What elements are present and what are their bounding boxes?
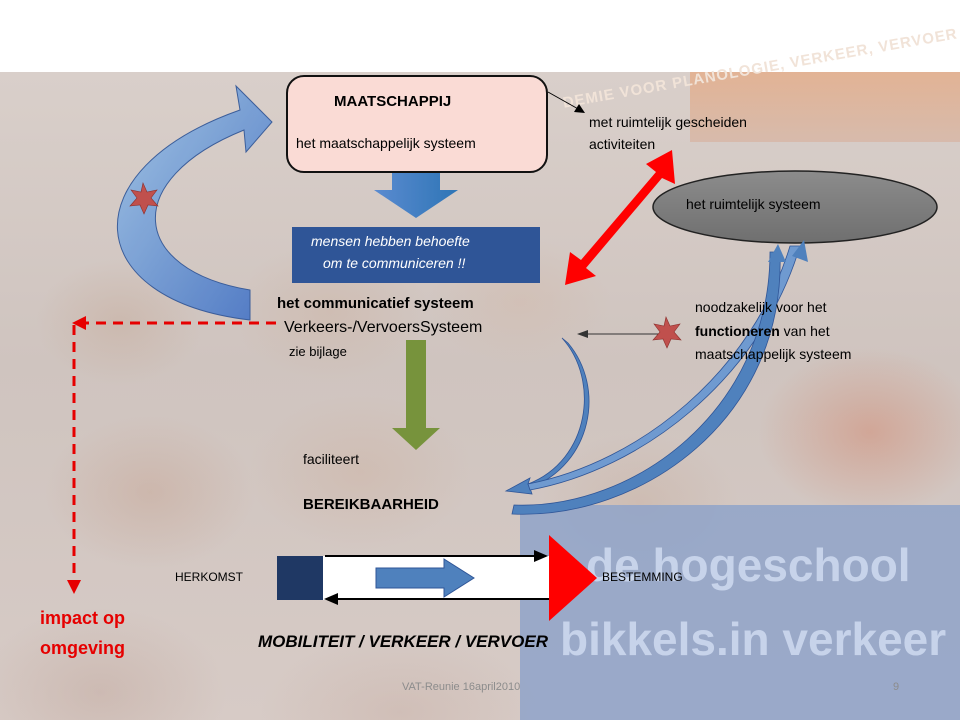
impact-dashed-head-left — [72, 316, 86, 330]
impact-line-2: omgeving — [40, 638, 126, 658]
red-double-arrow — [565, 150, 675, 285]
herkomst-label: HERKOMST — [175, 570, 244, 584]
footer-text: VAT-Reunie 16april2010 — [402, 681, 521, 693]
maatschappij-subtitle: het maatschappelijk systeem — [296, 135, 476, 151]
flow-line-forward-head — [534, 550, 548, 562]
ruimtelijk-systeem-label: het ruimtelijk systeem — [686, 196, 821, 212]
faciliteert-label: faciliteert — [303, 451, 360, 467]
noodzakelijk-line-2-rest: van het — [779, 323, 830, 339]
background-banner-text-1: de hogeschool — [586, 539, 911, 591]
noodzakelijk-line-3: maatschappelijk systeem — [695, 346, 852, 362]
verkeers-systeem-label: Verkeers-/VervoersSysteem — [284, 319, 483, 336]
star-icon-left — [129, 182, 159, 215]
impact-line-1: impact op — [40, 608, 126, 628]
maatschappij-box — [286, 75, 548, 173]
impact-dashed-head-down — [67, 580, 81, 594]
connector-noodzakelijk-head — [577, 330, 588, 338]
behoefte-line-2: om te communiceren !! — [323, 255, 466, 271]
ruimtelijk-ellipse — [652, 170, 938, 244]
functioneren-bold: functioneren — [695, 323, 780, 339]
maatschappij-title: MAATSCHAPPIJ — [334, 93, 452, 110]
activities-line-1: met ruimtelijk gescheiden — [589, 114, 747, 130]
connector-activities-head — [574, 104, 585, 113]
bijlage-note: zie bijlage — [289, 344, 347, 359]
curve-from-ruimtelijk-2-head — [768, 244, 786, 262]
noodzakelijk-line-1: noodzakelijk voor het — [695, 299, 827, 315]
flow-line-back-head — [324, 593, 338, 605]
curve-from-ruimtelijk-1-head — [792, 240, 808, 262]
feedback-curved-arrow — [117, 84, 273, 321]
flow-center-arrow — [375, 558, 475, 598]
down-arrow-behoefte — [374, 166, 458, 218]
background-orange-sign — [690, 72, 960, 142]
destination-triangle — [549, 535, 597, 621]
page-number: 9 — [893, 681, 900, 693]
behoefte-box — [292, 227, 540, 283]
down-arrow-faciliteert — [392, 340, 440, 450]
star-icon-right — [652, 316, 682, 349]
curve-from-ruimtelijk-2 — [511, 251, 781, 515]
background-banner-text-2: bikkels.in verkeer — [560, 613, 947, 665]
behoefte-line-1: mensen hebben behoefte — [311, 233, 470, 249]
communicatief-title: het communicatief systeem — [277, 295, 474, 312]
bereikbaarheid-label: BEREIKBAARHEID — [303, 496, 439, 513]
connector-activities — [547, 91, 581, 111]
background-banner — [520, 505, 960, 720]
curve-to-bereikbaarheid — [504, 337, 590, 495]
mobiliteit-caption: MOBILITEIT / VERKEER / VERVOER — [258, 632, 548, 651]
origin-block — [277, 556, 323, 600]
curve-from-ruimtelijk-1 — [527, 245, 801, 491]
noodzakelijk-line-2: functioneren van het — [695, 323, 830, 339]
impact-dashed-line — [72, 321, 276, 583]
bestemming-label: BESTEMMING — [602, 570, 683, 584]
activities-line-2: activiteiten — [589, 136, 656, 152]
